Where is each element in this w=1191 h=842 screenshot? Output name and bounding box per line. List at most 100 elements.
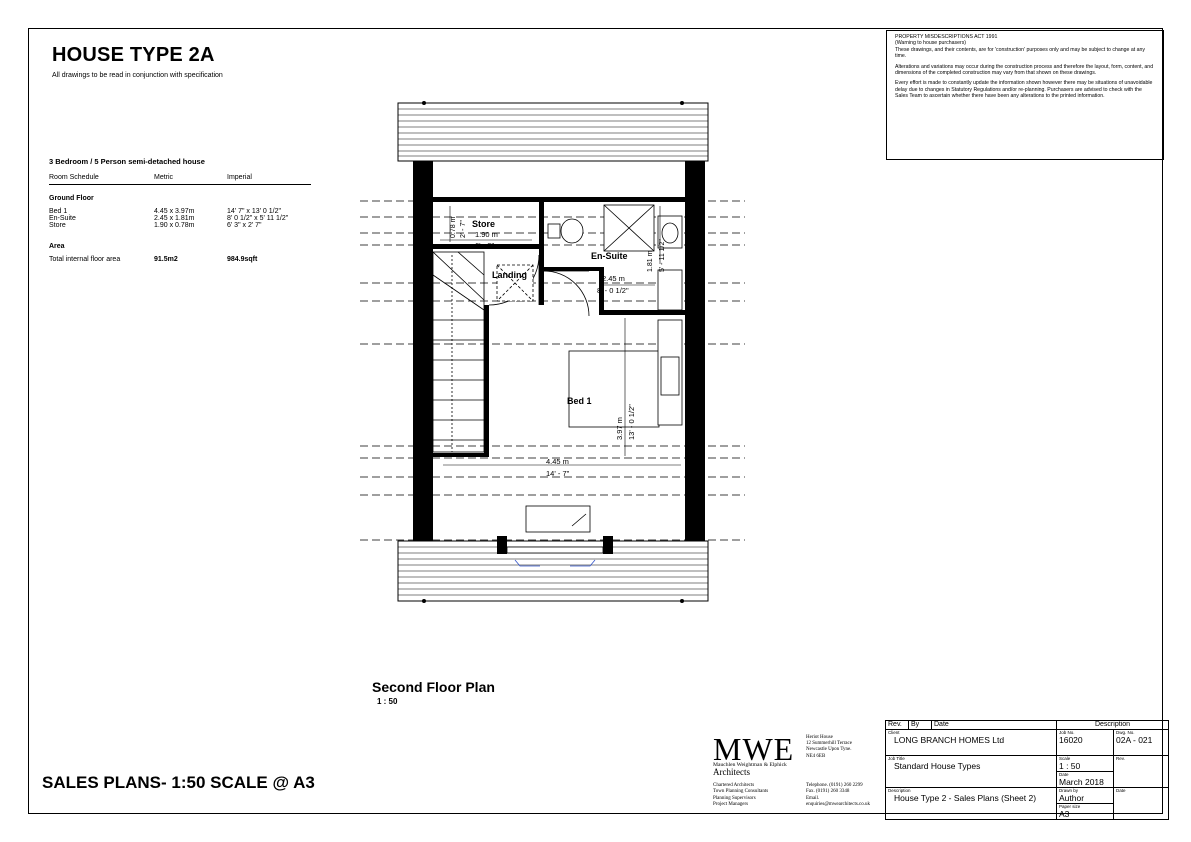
plan-scale: 1 : 50 <box>377 697 398 706</box>
schedule-rule <box>49 184 311 185</box>
date2-label: Date <box>1116 788 1126 793</box>
notes-paragraph-2: Alterations and variations may occur dur… <box>895 63 1154 77</box>
sales-plans-label: SALES PLANS- 1:50 SCALE @ A3 <box>42 773 315 792</box>
description-cell: Description House Type 2 - Sales Plans (… <box>885 787 1057 820</box>
dim-ensuite-depth-imperial: 5' - 11 1/2" <box>659 239 666 272</box>
service-line: Planning Supervisors <box>713 795 756 801</box>
dimension-lines <box>440 206 681 466</box>
section-area: Area <box>49 243 65 250</box>
plan-labels: Store En-Suite Landing Bed 1 1.90 m 6' -… <box>450 216 666 478</box>
room-label-landing: Landing <box>492 270 527 280</box>
practice-services: Chartered Architects Town Planning Consu… <box>713 783 768 809</box>
service-line: Chartered Architects <box>713 783 755 788</box>
contact-line: enquiries@mwearchitects.co.uk <box>806 802 871 808</box>
notes-sub: (Warning to house purchasers) <box>895 40 967 47</box>
dim-store-depth-metric: 0.78 m <box>450 216 457 238</box>
practice-names: Mauchlen Weightman & Elphick Architects <box>713 762 787 776</box>
notes-paragraph-3: Every effort is made to constantly updat… <box>895 80 1153 100</box>
schedule-header-row: Room Schedule Metric Imperial <box>49 174 311 181</box>
job-no-value: 16020 <box>1059 735 1083 745</box>
dim-ensuite-width-metric: 2.45 m <box>602 274 625 283</box>
drawn-label: Drawn by <box>1059 788 1079 793</box>
room-name: Bed 1 <box>49 208 68 215</box>
dim-bed-width-metric: 4.45 m <box>546 457 569 466</box>
description-label: Description <box>888 788 911 793</box>
room-imperial: 6' 3" x 2' 7" <box>227 222 262 229</box>
doors <box>488 254 590 317</box>
client-value: LONG BRANCH HOMES Ltd <box>894 735 1005 745</box>
drawn-value: Author <box>1059 793 1085 803</box>
date-header: Date <box>931 720 1057 730</box>
description-value: House Type 2 - Sales Plans (Sheet 2) <box>894 793 1037 803</box>
job-title-label: Job Title <box>888 756 905 761</box>
page-subtitle: All drawings to be read in conjunction w… <box>52 72 223 79</box>
practice-partners: Mauchlen Weightman & Elphick <box>713 762 787 768</box>
schedule-row: En-Suite 2.45 x 1.81m 8' 0 1/2" x 5' 11 … <box>49 215 311 222</box>
date-cell: Date March 2018 <box>1056 771 1114 788</box>
dwg-no-cell: Dwg. No. 02A - 021 <box>1113 729 1169 756</box>
dwg-no-label: Dwg. No. <box>1116 730 1135 735</box>
room-metric: 2.45 x 1.81m <box>154 215 195 222</box>
service-line: Project Managers <box>713 802 749 808</box>
dim-ensuite-depth-metric: 1.81 m <box>647 250 654 272</box>
paper-value: A3 <box>1059 809 1070 819</box>
area-imperial: 984.9sqft <box>227 256 258 263</box>
scale-value: 1 : 50 <box>1059 761 1081 771</box>
date-label: Date <box>1059 772 1069 777</box>
practice-contact: Telephone. (0191) 260 2299 Fax. (0191) 2… <box>806 783 870 809</box>
paper-label: Paper size <box>1059 804 1081 809</box>
address-line: NE4 6EB <box>806 753 826 759</box>
rev-header: Rev. <box>885 720 909 730</box>
practice-architects: Architects <box>713 766 750 777</box>
ensuite-fittings <box>496 204 683 311</box>
date2-cell: Date <box>1113 787 1169 820</box>
col-imperial: Imperial <box>227 174 252 181</box>
room-label-bed1: Bed 1 <box>567 396 592 406</box>
date-value: March 2018 <box>1059 777 1104 787</box>
room-schedule: 3 Bedroom / 5 Person semi-detached house… <box>49 157 311 263</box>
notes-heading: PROPERTY MISDESCRIPTIONS ACT 1991 <box>895 34 998 40</box>
dim-store-width-metric: 1.90 m <box>475 230 498 239</box>
room-name: En-Suite <box>49 215 76 222</box>
disclaimer-notes: PROPERTY MISDESCRIPTIONS ACT 1991 (Warni… <box>886 30 1164 160</box>
address-line: Newcastle Upon Tyne. <box>806 747 852 753</box>
client-label: Client <box>888 730 900 735</box>
schedule-row: Bed 1 4.45 x 3.97m 14' 7" x 13' 0 1/2" <box>49 208 311 215</box>
address-line: Heriot House <box>806 735 833 740</box>
contact-line: Telephone. (0191) 260 2299 <box>806 783 863 788</box>
dwg-no-value: 02A - 021 <box>1116 735 1153 745</box>
by-header: By <box>908 720 932 730</box>
area-row: Total internal floor area 91.5m2 984.9sq… <box>49 256 311 263</box>
dim-bed-depth-metric: 3.97 m <box>615 417 624 440</box>
address-line: 12 Summerhill Terrace <box>806 741 852 747</box>
title-block: Rev. By Date Description Client LONG BRA… <box>885 720 1169 820</box>
room-label-ensuite: En-Suite <box>591 251 628 261</box>
job-no-label: Job No. <box>1059 730 1075 735</box>
client-cell: Client LONG BRANCH HOMES Ltd <box>885 729 1057 756</box>
area-metric: 91.5m2 <box>154 256 178 263</box>
bed-furniture <box>525 319 683 533</box>
scale-cell: Scale 1 : 50 <box>1056 755 1114 772</box>
room-imperial: 8' 0 1/2" x 5' 11 1/2" <box>227 215 289 222</box>
practice-address: Heriot House 12 Summerhill Terrace Newca… <box>806 735 852 760</box>
service-line: Town Planning Consultants <box>713 789 769 795</box>
room-metric: 4.45 x 3.97m <box>154 208 195 215</box>
job-title-cell: Job Title Standard House Types <box>885 755 1057 788</box>
col-metric: Metric <box>154 174 174 181</box>
section-ground-floor: Ground Floor <box>49 195 94 202</box>
area-label: Total internal floor area <box>49 256 121 263</box>
dim-store-width-imperial: 6' - 3" <box>475 241 494 250</box>
contact-line: Fax. (0191) 260 3348 <box>806 789 850 795</box>
notes-paragraph-1: These drawings, and their contents, are … <box>895 46 1145 60</box>
paper-cell: Paper size A3 <box>1056 803 1114 820</box>
window <box>506 546 604 567</box>
room-metric: 1.90 x 0.78m <box>154 222 195 229</box>
drawing-frame <box>28 28 1163 814</box>
description-header: Description <box>1056 720 1169 730</box>
staircase <box>432 251 485 453</box>
room-imperial: 14' 7" x 13' 0 1/2" <box>227 208 281 215</box>
rev-label: Rev. <box>1116 756 1125 761</box>
dim-ensuite-width-imperial: 8' - 0 1/2" <box>597 286 629 295</box>
roof-top <box>397 101 709 162</box>
page-title: HOUSE TYPE 2A <box>52 44 215 66</box>
